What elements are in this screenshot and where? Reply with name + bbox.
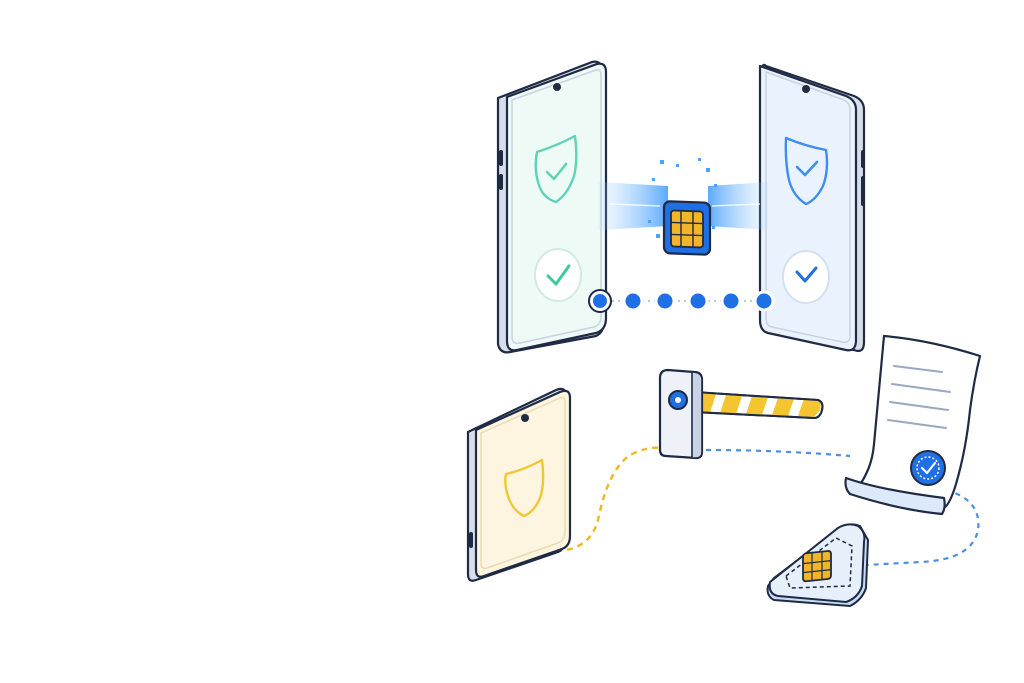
document-certificate-icon (844, 334, 982, 516)
transfer-dots (588, 289, 775, 313)
sim-card-icon (766, 523, 870, 608)
sim-chip-icon (662, 200, 712, 256)
transfer-beam (598, 158, 768, 249)
phone-right (758, 63, 866, 353)
shield-icon (504, 458, 545, 518)
shield-check-icon (784, 136, 829, 206)
check-circle-icon (534, 248, 582, 302)
shield-check-icon (534, 134, 578, 204)
phone-left (496, 60, 608, 354)
dashed-path-yellow (555, 446, 663, 553)
check-circle-icon (782, 250, 830, 304)
seal-badge-icon (910, 450, 946, 486)
foldable-phone (466, 387, 572, 582)
dashed-path-blue-2 (865, 488, 980, 567)
boom-barrier-icon (658, 368, 824, 460)
dashed-path-blue (705, 448, 851, 458)
